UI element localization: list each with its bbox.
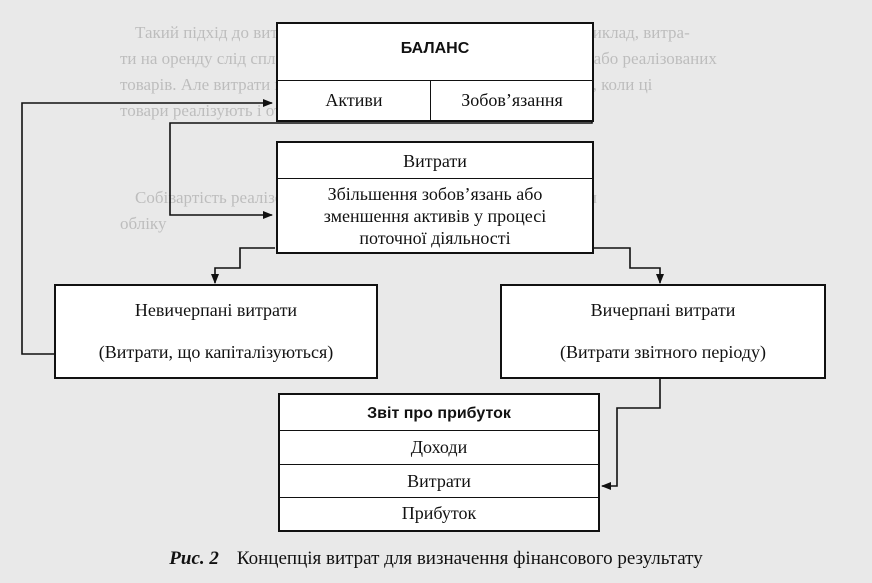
- income-statement-profit: Прибуток: [401, 503, 477, 523]
- expenses-box: Витрати Збільшення зобов’язань або зменш…: [276, 141, 594, 254]
- income-statement-divider-3: [280, 497, 598, 498]
- expired-costs-title: Вичерпані витрати: [590, 300, 736, 320]
- balance-assets-label: Активи: [325, 90, 383, 110]
- background-text-line: обліку: [120, 214, 167, 233]
- income-statement-expenses: Витрати: [407, 471, 471, 491]
- income-statement-divider-2: [280, 464, 598, 465]
- figure-caption-label: Рис. 2: [169, 548, 219, 569]
- income-statement-box: Звіт про прибуток Доходи Витрати Прибуто…: [278, 393, 600, 532]
- arrow-expenses-to-unexpired: [211, 247, 275, 284]
- expenses-line-3: поточної діяльності: [359, 228, 511, 248]
- expenses-divider: [278, 178, 592, 179]
- unexpired-costs-title: Невичерпані витрати: [134, 300, 298, 320]
- expired-costs-subtitle: (Витрати звітного періоду): [559, 342, 767, 362]
- arrow-expired-to-income-statement: [601, 377, 661, 490]
- balance-column-divider: [430, 80, 431, 122]
- unexpired-costs-box: Невичерпані витрати (Витрати, що капітал…: [54, 284, 378, 379]
- expired-costs-box: Вичерпані витрати (Витрати звітного пері…: [500, 284, 826, 379]
- balance-liabilities-label: Зобов’язання: [461, 90, 563, 110]
- expenses-title: Витрати: [403, 151, 467, 171]
- income-statement-revenues: Доходи: [410, 437, 468, 457]
- unexpired-costs-subtitle: (Витрати, що капіталізуються): [98, 342, 334, 362]
- balance-divider: [278, 80, 592, 81]
- balance-title: БАЛАНС: [400, 40, 470, 57]
- income-statement-divider-1: [280, 430, 598, 431]
- arrow-unexpired-to-balance: [21, 99, 273, 355]
- arrow-expenses-to-expired: [590, 247, 664, 284]
- income-statement-title: Звіт про прибуток: [367, 405, 511, 422]
- expenses-line-2: зменшення активів у процесі: [323, 206, 547, 226]
- balance-box: БАЛАНС Активи Зобов’язання: [276, 22, 594, 122]
- figure-caption-text: Концепція витрат для визначення фінансов…: [236, 548, 703, 569]
- expenses-line-1: Збільшення зобов’язань або: [327, 184, 543, 204]
- figure-caption: Рис. 2 Концепція витрат для визначення фі…: [0, 548, 872, 570]
